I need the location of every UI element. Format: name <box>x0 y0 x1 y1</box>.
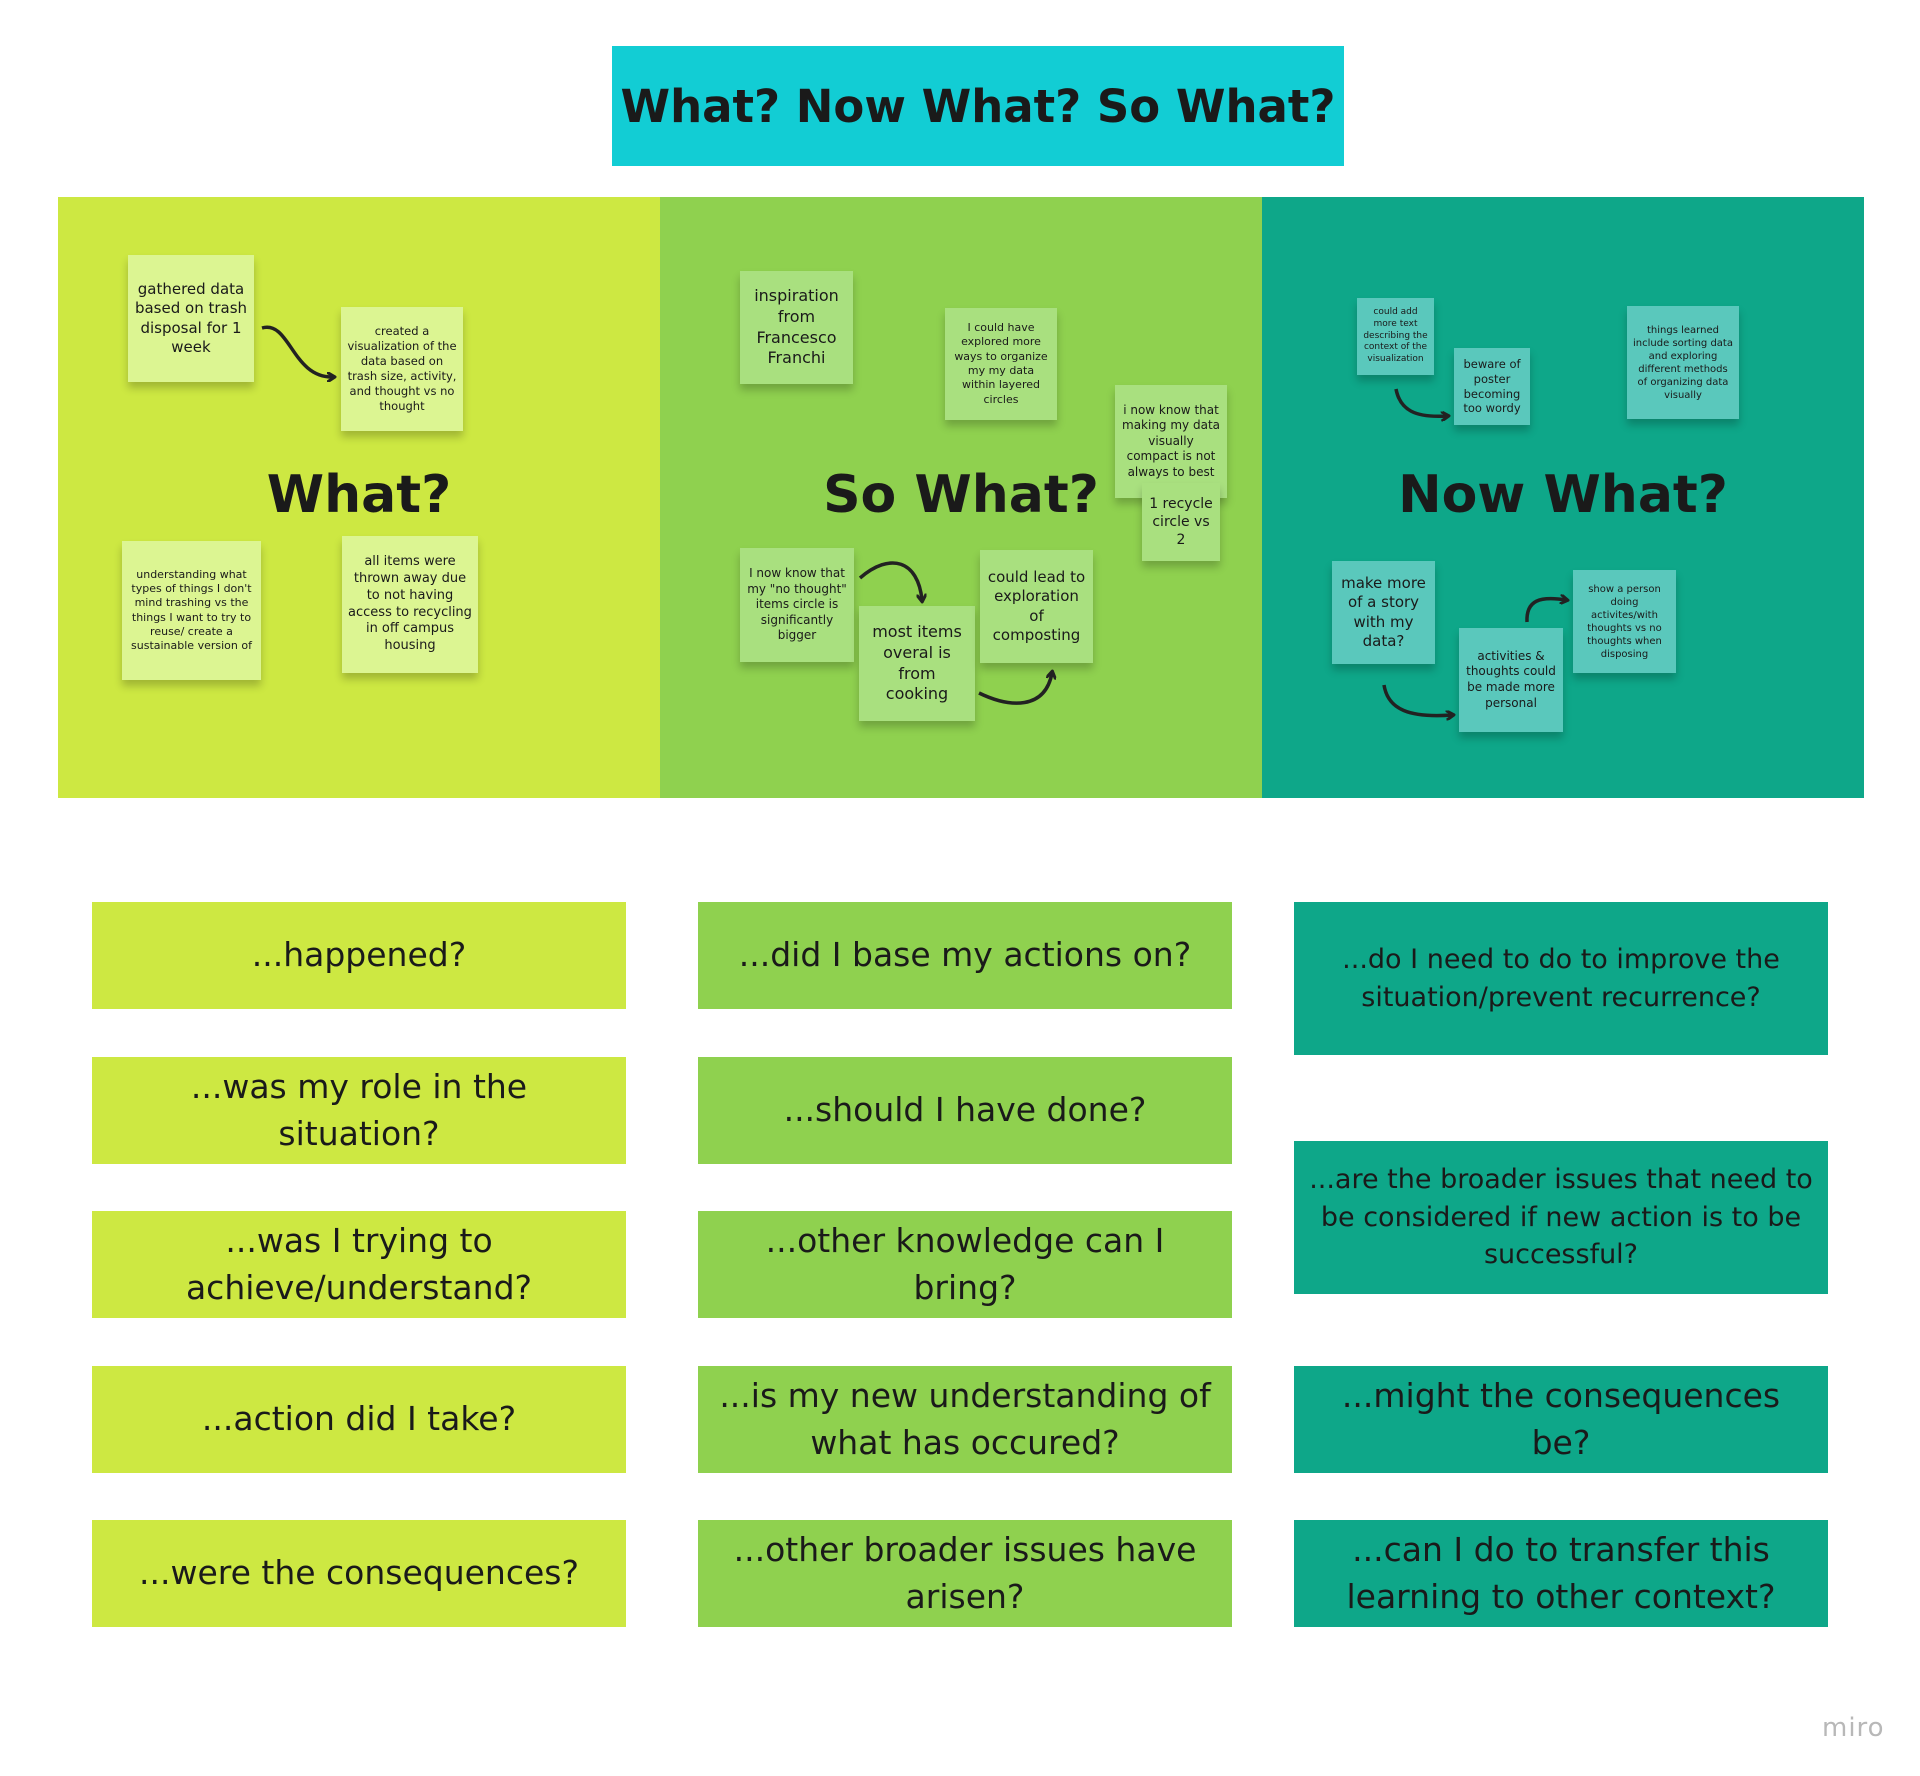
sticky-note[interactable]: created a visualization of the data base… <box>341 307 463 431</box>
sticky-note[interactable]: activities & thoughts could be made more… <box>1459 628 1563 732</box>
question-card[interactable]: ...are the broader issues that need to b… <box>1294 1141 1828 1294</box>
so-what-heading: So What? <box>823 465 1099 525</box>
question-card[interactable]: ...might the consequences be? <box>1294 1366 1828 1473</box>
question-card[interactable]: ...should I have done? <box>698 1057 1232 1164</box>
arrow-connector <box>858 561 922 600</box>
arrow-connector <box>1382 684 1452 716</box>
board-title: What? Now What? So What? <box>612 46 1344 166</box>
arrow-connector <box>978 673 1052 705</box>
now-what-heading: Now What? <box>1398 465 1728 525</box>
question-card[interactable]: ...did I base my actions on? <box>698 902 1232 1009</box>
question-card[interactable]: ...was I trying to achieve/understand? <box>92 1211 626 1318</box>
sticky-note[interactable]: could lead to exploration of composting <box>980 550 1093 663</box>
question-card[interactable]: ...other knowledge can I bring? <box>698 1211 1232 1318</box>
question-card[interactable]: ...were the consequences? <box>92 1520 626 1627</box>
arrow-connector <box>261 325 333 377</box>
now-what-panel <box>1262 197 1864 798</box>
question-card[interactable]: ...is my new understanding of what has o… <box>698 1366 1232 1473</box>
sticky-note[interactable]: beware of poster becoming too wordy <box>1454 348 1530 425</box>
question-card[interactable]: ...action did I take? <box>92 1366 626 1473</box>
question-card[interactable]: ...happened? <box>92 902 626 1009</box>
what-heading: What? <box>266 465 452 525</box>
sticky-note[interactable]: i now know that making my data visually … <box>1115 385 1227 498</box>
sticky-note[interactable]: I now know that my "no thought" items ci… <box>740 548 854 662</box>
sticky-note[interactable]: things learned include sorting data and … <box>1627 306 1739 419</box>
sticky-note[interactable]: I could have explored more ways to organ… <box>945 308 1057 420</box>
sticky-note[interactable]: make more of a story with my data? <box>1332 561 1435 664</box>
question-card[interactable]: ...do I need to do to improve the situat… <box>1294 902 1828 1055</box>
sticky-note[interactable]: most items overal is from cooking <box>859 606 975 721</box>
sticky-note[interactable]: inspiration from Francesco Franchi <box>740 271 853 384</box>
question-card[interactable]: ...other broader issues have arisen? <box>698 1520 1232 1627</box>
sticky-note[interactable]: show a person doing activites/with thoug… <box>1573 570 1676 673</box>
sticky-note[interactable]: understanding what types of things I don… <box>122 541 261 680</box>
sticky-note[interactable]: 1 recycle circle vs 2 <box>1142 483 1220 561</box>
sticky-note[interactable]: could add more text describing the conte… <box>1357 298 1434 375</box>
sticky-note[interactable]: gathered data based on trash disposal fo… <box>128 255 254 382</box>
arrow-connector <box>1525 599 1566 623</box>
arrow-connector <box>1394 388 1447 416</box>
question-card[interactable]: ...can I do to transfer this learning to… <box>1294 1520 1828 1627</box>
question-card[interactable]: ...was my role in the situation? <box>92 1057 626 1164</box>
miro-watermark: miro <box>1822 1713 1885 1743</box>
sticky-note[interactable]: all items were thrown away due to not ha… <box>342 536 478 673</box>
